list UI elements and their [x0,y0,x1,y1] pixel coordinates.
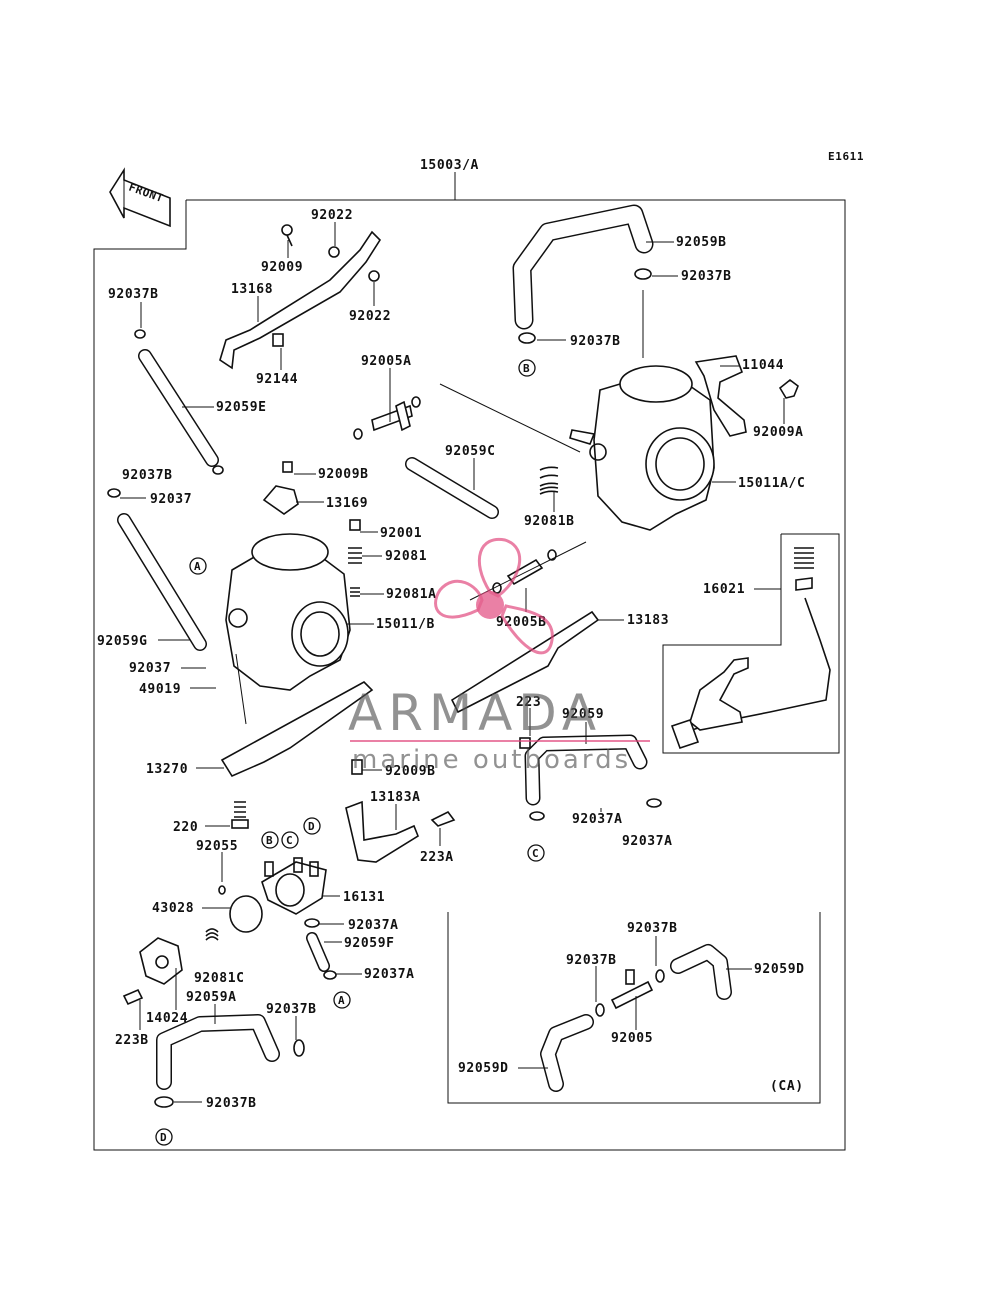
part-label: 92059D [754,962,805,977]
assembly-frame [93,199,846,1151]
part-label: 92005A [361,354,412,369]
ca-variant-frame [447,912,821,1104]
leader-lines [120,222,785,1103]
part-label: 15011A/C [738,476,805,491]
watermark-brand: ARMADA [348,684,602,742]
part-label: 92081 [385,549,427,564]
part-label: 92037A [348,918,399,933]
part-label: 92059F [344,936,395,951]
part-label: 92037B [566,953,617,968]
part-label: 92037B [206,1096,257,1111]
part-label: 13270 [146,762,188,777]
part-label: 16021 [703,582,745,597]
connector-d-pump: D [303,817,321,835]
part-label: 92022 [349,309,391,324]
part-label: 92037A [364,967,415,982]
part-label: 92001 [380,526,422,541]
part-label: 92059G [97,634,148,649]
part-drawings [107,204,831,1108]
armada-watermark: ARMADA marine outboards [348,537,650,775]
svg-text:C: C [286,834,293,847]
part-label: 15011/B [376,617,435,632]
connector-markers: B A C B C D A D [155,359,545,1146]
part-label: 92081A [386,587,437,602]
part-label: 49019 [139,682,181,697]
part-label: 223B [115,1033,149,1048]
front-arrow-icon: FRONT [109,167,171,228]
svg-text:B: B [523,362,530,375]
part-label: 220 [173,820,198,835]
part-label: 92059A [186,990,237,1005]
part-label: 92037 [150,492,192,507]
svg-text:A: A [338,994,345,1007]
connector-a-left: A [189,557,207,575]
watermark-tagline: marine outboards [352,745,631,775]
connector-b-top: B [518,359,536,377]
part-label: 92059 [562,707,604,722]
part-label: 16131 [343,890,385,905]
part-label: 92037B [266,1002,317,1017]
part-label: 92059B [676,235,727,250]
part-label: 92009 [261,260,303,275]
part-label: 13183 [627,613,669,628]
part-label: 13169 [326,496,368,511]
part-label: 92037B [108,287,159,302]
part-label: 13183A [370,790,421,805]
part-label: 92144 [256,372,298,387]
part-label: 92081C [194,971,245,986]
part-label: 92022 [311,208,353,223]
svg-text:D: D [160,1131,167,1144]
svg-text:C: C [532,847,539,860]
part-label: 92037B [681,269,732,284]
part-label: 92037B [122,468,173,483]
part-label: 92009B [318,467,369,482]
choke-cable-frame [662,533,840,754]
part-label: 92037A [572,812,623,827]
part-label: 92081B [524,514,575,529]
part-label: 92009B [385,764,436,779]
propeller-logo-icon [434,537,554,655]
part-label: 11044 [742,358,784,373]
part-label: 13168 [231,282,273,297]
diagram-code: E1611 [828,150,864,163]
assembly-label: 15003/A [420,158,479,173]
svg-text:A: A [194,560,201,573]
connector-c-pump: C [281,831,299,849]
part-label: 92059D [458,1061,509,1076]
part-label: 92037A [622,834,673,849]
ca-variant-label: (CA) [770,1079,804,1094]
part-label: 223A [420,850,454,865]
part-label: 92005 [611,1031,653,1046]
part-label: 92037 [129,661,171,676]
part-label: 92037B [570,334,621,349]
part-label: 92037B [627,921,678,936]
svg-text:D: D [308,820,315,833]
part-label: 223 [516,695,541,710]
part-label: 92009A [753,425,804,440]
part-label: 92055 [196,839,238,854]
connector-d-bottom: D [155,1128,173,1146]
part-label: 43028 [152,901,194,916]
part-label: 14024 [146,1011,188,1026]
part-label: 92059E [216,400,267,415]
part-label: 92059C [445,444,496,459]
connector-a-bottom: A [333,991,351,1009]
svg-text:B: B [266,834,273,847]
connector-b-pump: B [261,831,279,849]
part-number-labels: 92022 92009 13168 92022 92144 92037B 920… [97,208,805,1111]
connector-c-right: C [527,844,545,862]
